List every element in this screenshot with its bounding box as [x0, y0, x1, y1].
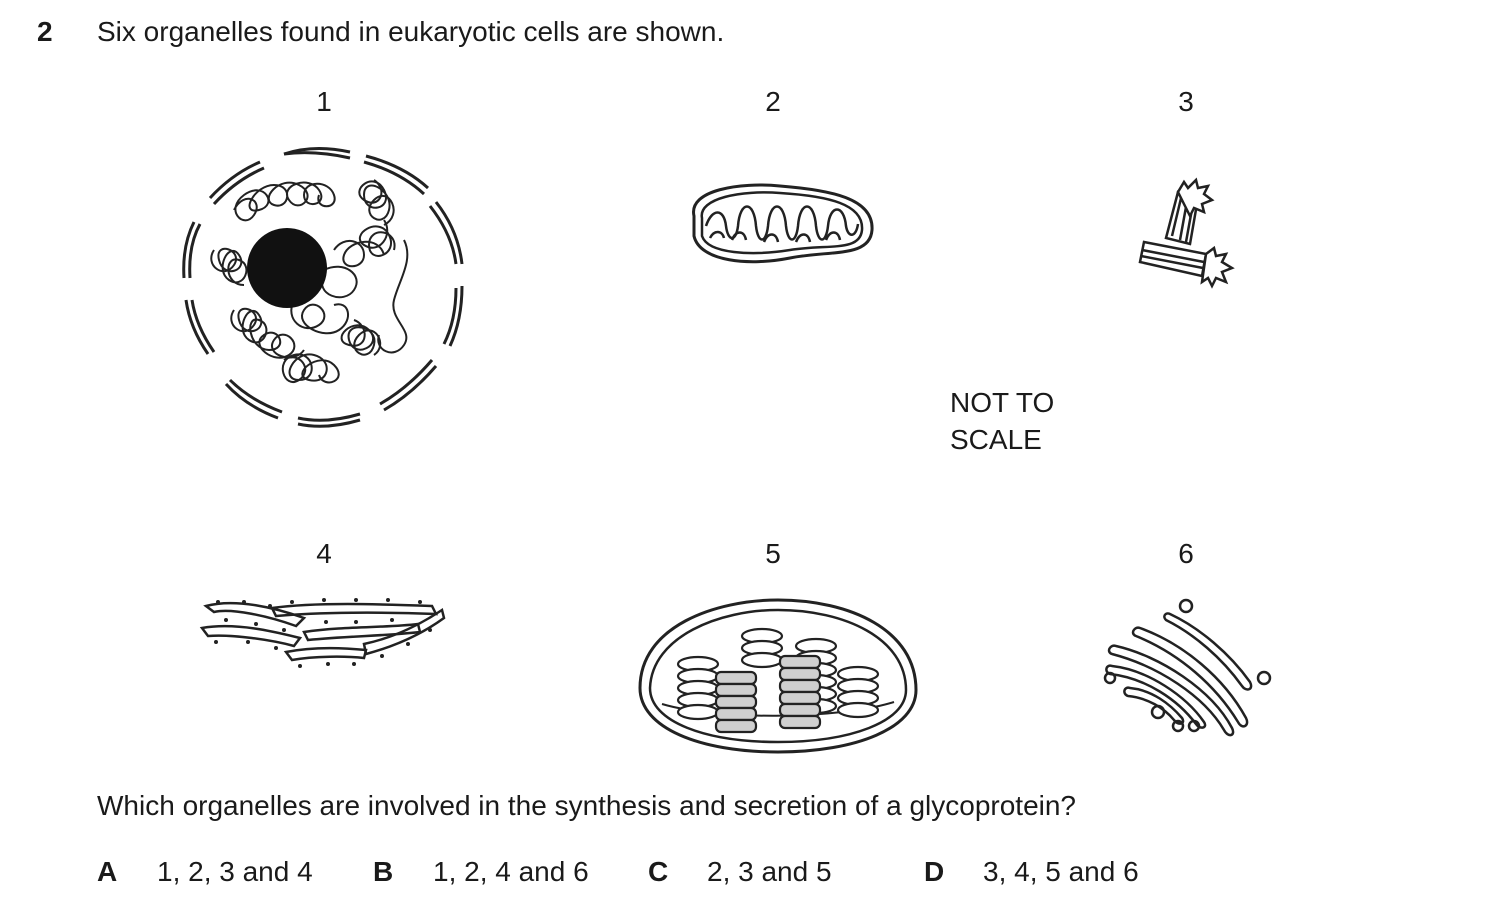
option-d[interactable]: D: [924, 856, 944, 888]
scale-note: NOT TO SCALE: [950, 384, 1054, 458]
option-c[interactable]: C: [648, 856, 668, 888]
scale-note-line-2: SCALE: [950, 424, 1042, 455]
figure-label-5: 5: [765, 538, 781, 569]
option-d-text-wrap[interactable]: 3, 4, 5 and 6: [983, 856, 1139, 888]
option-c-letter: C: [648, 856, 669, 887]
option-a-text-wrap[interactable]: 1, 2, 3 and 4: [157, 856, 313, 888]
question-prompt: Which organelles are involved in the syn…: [97, 790, 1077, 821]
option-a-text: 1, 2, 3 and 4: [157, 856, 313, 887]
option-b[interactable]: B: [373, 856, 393, 888]
mitochondrion-diagram: [692, 183, 874, 264]
nucleus-diagram: [182, 146, 464, 428]
option-d-letter: D: [924, 856, 945, 887]
figure-label-3: 3: [1178, 86, 1194, 117]
figure-label-1: 1: [316, 86, 332, 117]
chloroplast-diagram: [638, 598, 918, 754]
golgi-diagram: [1103, 598, 1272, 737]
option-d-text: 3, 4, 5 and 6: [983, 856, 1139, 887]
rough-er-diagram: [199, 598, 446, 668]
centriole-diagram: [1138, 177, 1235, 289]
scale-note-line-1: NOT TO: [950, 387, 1055, 418]
option-b-letter: B: [373, 856, 394, 887]
option-a[interactable]: A: [97, 856, 117, 888]
figure-label-4: 4: [316, 538, 332, 569]
option-a-letter: A: [97, 856, 118, 887]
question-stem: Six organelles found in eukaryotic cells…: [97, 16, 725, 47]
figure-label-6: 6: [1178, 538, 1194, 569]
figure-label-2: 2: [765, 86, 781, 117]
option-c-text-wrap[interactable]: 2, 3 and 5: [707, 856, 832, 888]
option-c-text: 2, 3 and 5: [707, 856, 832, 887]
option-b-text-wrap[interactable]: 1, 2, 4 and 6: [433, 856, 589, 888]
option-b-text: 1, 2, 4 and 6: [433, 856, 589, 887]
question-number: 2: [37, 16, 53, 47]
